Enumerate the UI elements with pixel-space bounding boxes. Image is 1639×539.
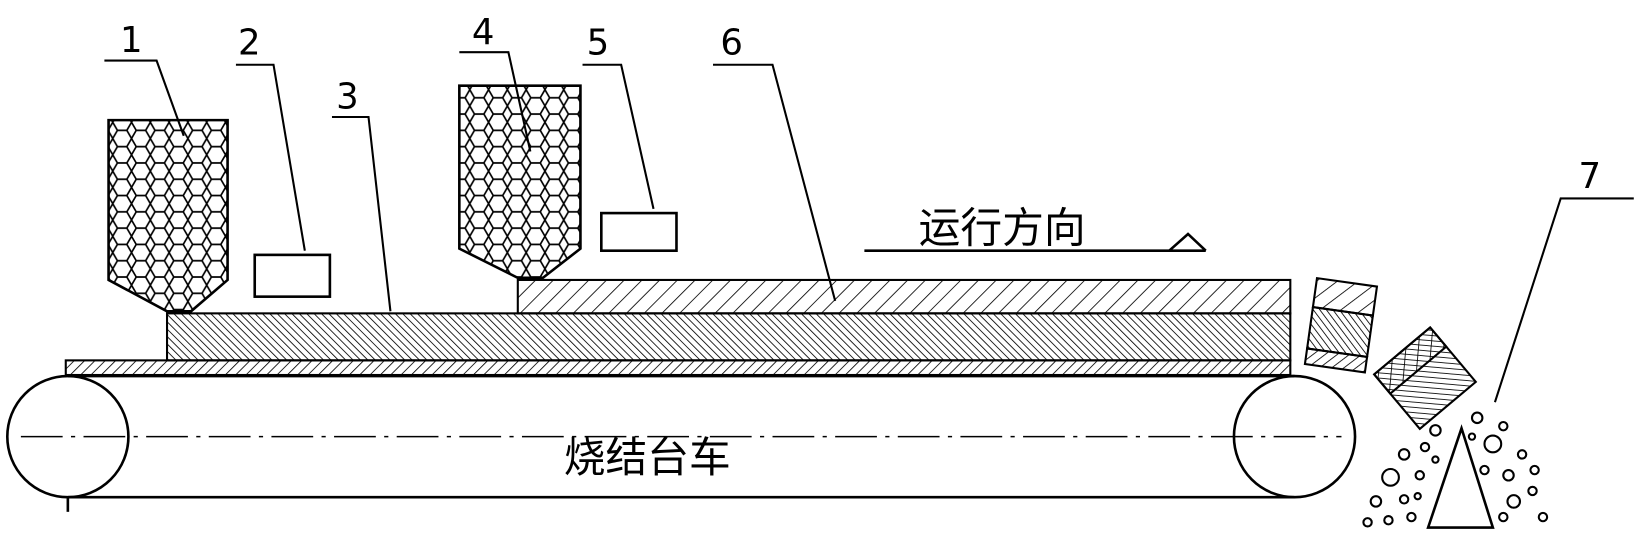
pellets (1362, 411, 1549, 528)
layer-6 (516, 278, 1292, 315)
hopper-1 (107, 118, 229, 313)
trolley-label: 烧结台车 (564, 433, 731, 482)
pile-cone (1426, 424, 1495, 529)
label-5: 5 (587, 22, 610, 63)
hopper-4 (458, 84, 582, 280)
leader-lines (104, 51, 1634, 403)
device-5 (600, 211, 678, 253)
label-7: 7 (1578, 156, 1601, 197)
label-2: 2 (238, 22, 261, 63)
layer-3 (165, 312, 1292, 362)
bottom-layer (64, 359, 1292, 377)
direction-label: 运行方向 (919, 203, 1086, 252)
label-4: 4 (472, 12, 495, 53)
label-6: 6 (720, 22, 743, 63)
label-1: 1 (120, 20, 143, 61)
label-3: 3 (336, 77, 359, 118)
falling-block (1303, 276, 1379, 374)
direction-arrow-icon (864, 232, 1207, 253)
device-2 (253, 253, 332, 298)
tumbling-block (1372, 325, 1478, 431)
